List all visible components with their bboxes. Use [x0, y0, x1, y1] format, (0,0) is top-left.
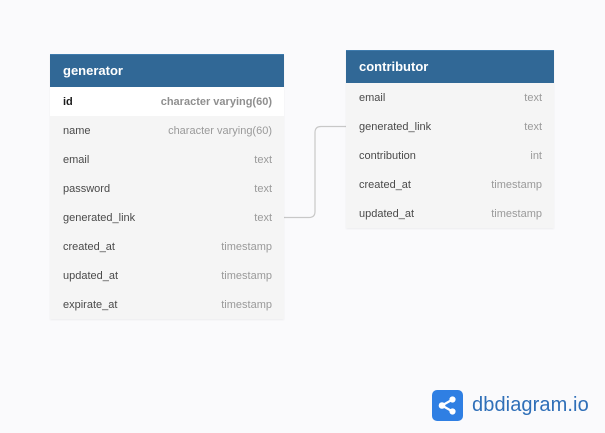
- field-name: created_at: [359, 178, 411, 191]
- field-row-generated-link[interactable]: generated_link text: [346, 112, 554, 141]
- field-type: int: [530, 149, 542, 162]
- field-name: password: [63, 182, 111, 195]
- field-row-created-at[interactable]: created_at timestamp: [346, 170, 554, 199]
- field-row-email[interactable]: email text: [346, 83, 554, 112]
- field-name: email: [63, 153, 90, 166]
- field-row-generated-link[interactable]: generated_link text: [50, 203, 284, 232]
- table-contributor[interactable]: contributor email text generated_link text c…: [346, 50, 554, 228]
- field-name: id: [63, 95, 73, 108]
- field-type: text: [524, 91, 542, 104]
- brand-logo[interactable]: dbdiagram.io: [432, 390, 589, 421]
- field-row-created-at[interactable]: created_at timestamp: [50, 232, 284, 261]
- field-row-expirate-at[interactable]: expirate_at timestamp: [50, 290, 284, 319]
- field-type: text: [254, 182, 272, 195]
- field-type: timestamp: [221, 298, 272, 311]
- field-row-updated-at[interactable]: updated_at timestamp: [50, 261, 284, 290]
- field-name: generated_link: [359, 120, 432, 133]
- field-row-updated-at[interactable]: updated_at timestamp: [346, 199, 554, 228]
- field-type: timestamp: [221, 269, 272, 282]
- brand-name: dbdiagram.io: [472, 394, 589, 416]
- field-type: timestamp: [221, 240, 272, 253]
- table-fields: id character varying(60) name character var…: [50, 87, 284, 319]
- field-row-email[interactable]: email text: [50, 145, 284, 174]
- relationship-line[interactable]: [284, 125, 346, 219]
- field-type: text: [254, 211, 272, 224]
- field-type: timestamp: [491, 178, 542, 191]
- share-nodes-icon: [432, 390, 463, 421]
- field-name: updated_at: [359, 207, 415, 220]
- field-type: character varying(60): [168, 124, 272, 137]
- table-header-generator[interactable]: generator: [50, 54, 284, 87]
- field-name: expirate_at: [63, 298, 118, 311]
- field-name: email: [359, 91, 386, 104]
- field-name: created_at: [63, 240, 115, 253]
- field-type: character varying(60): [160, 95, 272, 108]
- table-generator[interactable]: generator id character varying(60) name cha…: [50, 54, 284, 319]
- field-name: updated_at: [63, 269, 119, 282]
- field-row-name[interactable]: name character varying(60): [50, 116, 284, 145]
- field-type: text: [524, 120, 542, 133]
- table-fields: email text generated_link text contribution i…: [346, 83, 554, 228]
- field-name: name: [63, 124, 91, 137]
- field-name: contribution: [359, 149, 416, 162]
- field-row-password[interactable]: password text: [50, 174, 284, 203]
- field-type: timestamp: [491, 207, 542, 220]
- table-header-contributor[interactable]: contributor: [346, 50, 554, 83]
- field-type: text: [254, 153, 272, 166]
- field-row-id[interactable]: id character varying(60): [50, 87, 284, 116]
- field-row-contribution[interactable]: contribution int: [346, 141, 554, 170]
- field-name: generated_link: [63, 211, 136, 224]
